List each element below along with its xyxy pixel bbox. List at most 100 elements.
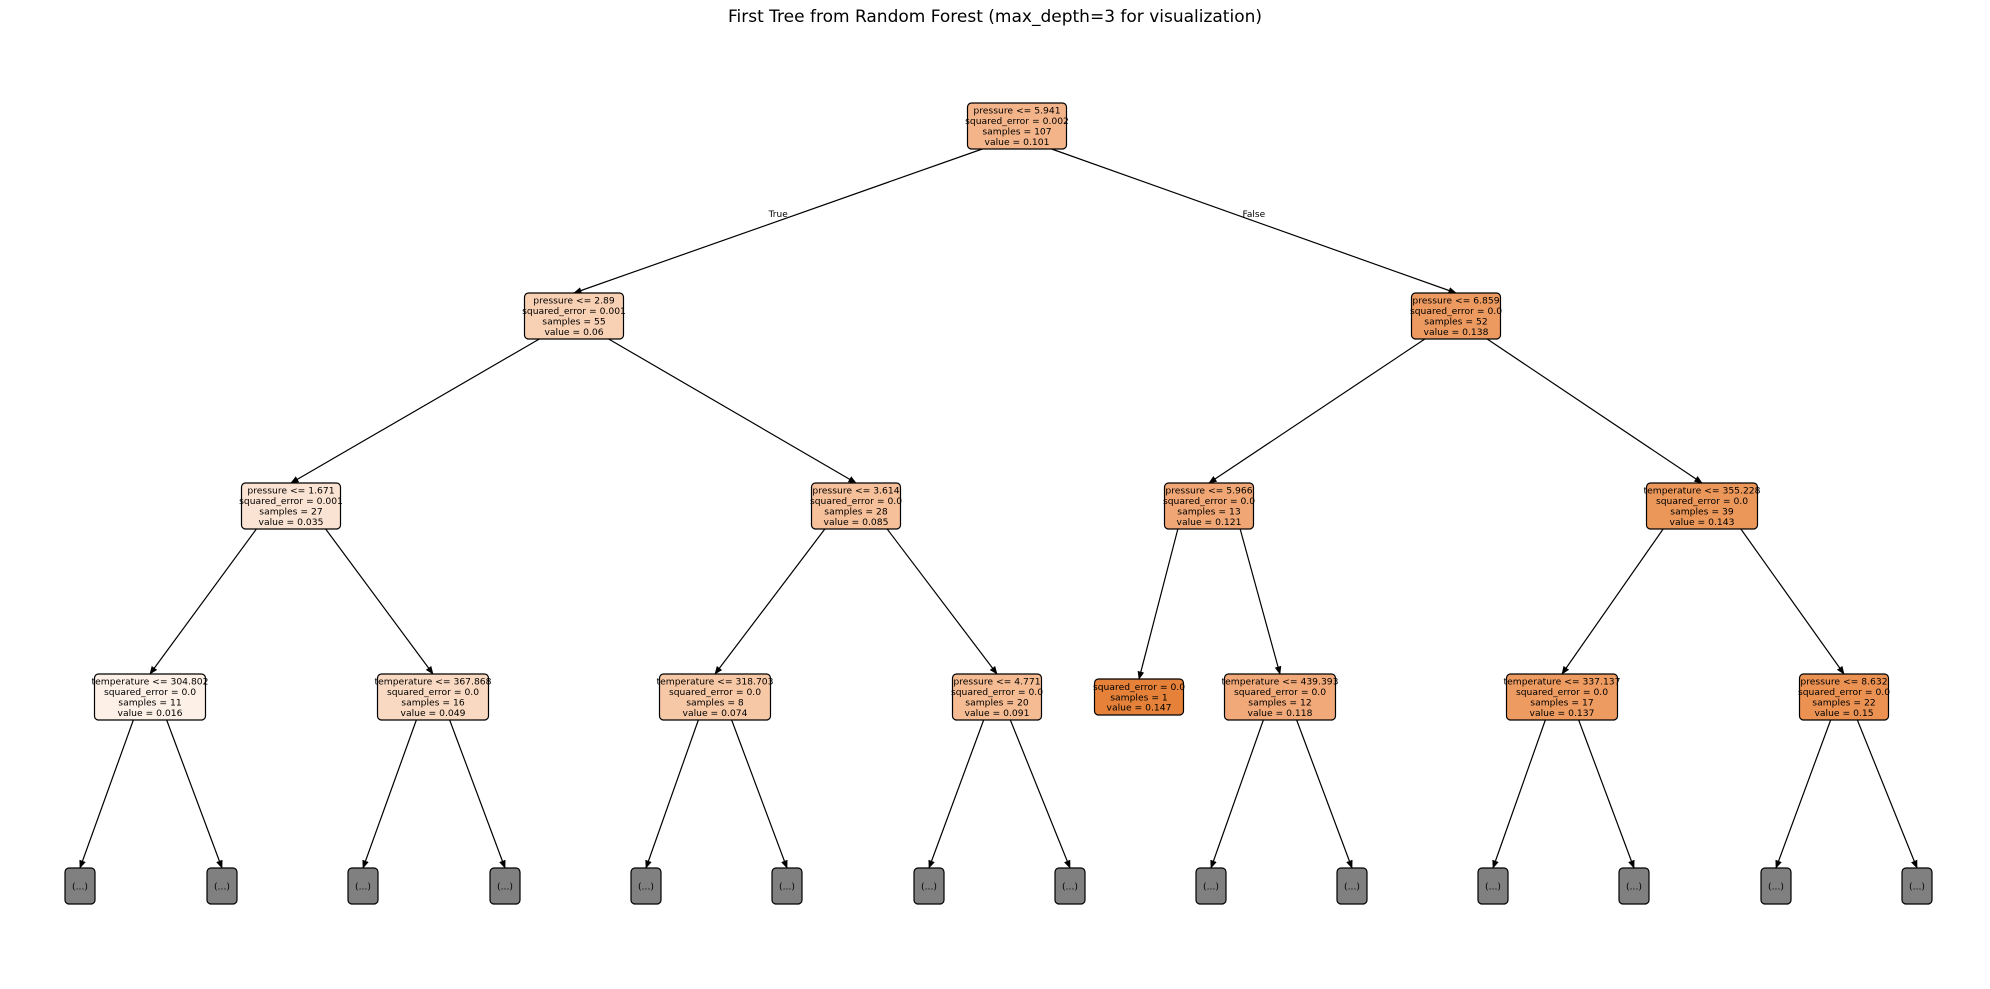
edge-n8-leaf-0 xyxy=(362,719,417,869)
node-text-line: samples = 11 xyxy=(118,698,181,709)
truncated-label: (...) xyxy=(214,881,230,892)
node-text-line: pressure <= 3.614 xyxy=(812,486,899,497)
node-text-line: squared_error = 0.0 xyxy=(1798,687,1890,698)
edge-n12-leaf-1 xyxy=(1296,719,1353,869)
node-text-line: samples = 20 xyxy=(965,698,1029,709)
node-text-line: squared_error = 0.0 xyxy=(387,687,479,698)
node-text-line: value = 0.15 xyxy=(1814,708,1873,719)
node-text-line: squared_error = 0.0 xyxy=(951,687,1043,698)
node-text-line: samples = 8 xyxy=(686,698,744,709)
truncated-node: (...) xyxy=(64,867,96,905)
node-text-line: temperature <= 355.228 xyxy=(1644,486,1761,497)
truncated-node: (...) xyxy=(1054,867,1086,905)
node-text-line: samples = 27 xyxy=(259,507,323,518)
node-text-line: pressure <= 5.941 xyxy=(973,106,1060,117)
node-text-line: pressure <= 5.966 xyxy=(1165,486,1252,497)
node-text-line: temperature <= 304.802 xyxy=(92,677,209,688)
node-box xyxy=(1505,673,1619,721)
node-text-line: temperature <= 337.137 xyxy=(1504,677,1621,688)
edge-n7-leaf-1 xyxy=(166,719,223,869)
node-text-line: squared_error = 0.0 xyxy=(1234,687,1326,698)
node-text-line: squared_error = 0.002 xyxy=(965,116,1069,127)
truncated-label: (...) xyxy=(355,881,371,892)
node-text-line: value = 0.137 xyxy=(1530,708,1595,719)
node-box xyxy=(658,673,772,721)
edge-n12-leaf-0 xyxy=(1210,719,1264,869)
edge-n5-n12 xyxy=(1239,528,1282,675)
edge-n4-n10 xyxy=(886,528,998,675)
truncated-node: (...) xyxy=(1195,867,1227,905)
node-text-line: samples = 1 xyxy=(1110,692,1168,703)
truncated-node: (...) xyxy=(206,867,238,905)
edge-n14-leaf-0 xyxy=(1775,719,1832,869)
edge-n1-n4 xyxy=(608,338,857,484)
node-text-line: pressure <= 4.771 xyxy=(953,677,1040,688)
node-text-line: samples = 55 xyxy=(542,317,606,328)
node-box xyxy=(240,482,342,530)
node-text-line: samples = 28 xyxy=(824,507,888,518)
chart-title: First Tree from Random Forest (max_depth… xyxy=(727,7,1263,27)
truncated-node: (...) xyxy=(630,867,662,905)
node-text-line: squared_error = 0.0 xyxy=(1410,306,1502,317)
node-text-line: pressure <= 8.632 xyxy=(1800,677,1887,688)
node-text-line: squared_error = 0.0 xyxy=(1516,687,1608,698)
truncated-node: (...) xyxy=(1901,867,1933,905)
edge-n9-leaf-1 xyxy=(731,719,788,869)
node-text-line: value = 0.091 xyxy=(965,708,1030,719)
edge-n5-n11 xyxy=(1137,528,1179,680)
node-box xyxy=(1223,673,1337,721)
node-text-line: samples = 16 xyxy=(401,698,465,709)
truncated-node: (...) xyxy=(913,867,945,905)
edge-n3-n8 xyxy=(325,528,434,675)
truncated-label: (...) xyxy=(779,881,795,892)
node-text-line: samples = 13 xyxy=(1177,507,1241,518)
node-box xyxy=(1645,482,1759,530)
edge-n1-n3 xyxy=(290,338,540,484)
truncated-node: (...) xyxy=(1477,867,1509,905)
edge-n13-leaf-1 xyxy=(1578,719,1635,869)
truncated-label: (...) xyxy=(1768,881,1784,892)
node-box xyxy=(1093,678,1185,716)
node-text-line: pressure <= 1.671 xyxy=(247,486,334,497)
node-text-line: samples = 107 xyxy=(982,127,1051,138)
truncated-label: (...) xyxy=(72,881,88,892)
node-text-line: pressure <= 2.89 xyxy=(533,296,615,307)
node-text-line: value = 0.085 xyxy=(824,517,889,528)
node-text-line: squared_error = 0.001 xyxy=(239,496,343,507)
truncated-label: (...) xyxy=(1485,881,1501,892)
edge-n10-leaf-1 xyxy=(1009,719,1071,869)
node-text-line: value = 0.016 xyxy=(118,708,183,719)
node-text-line: value = 0.143 xyxy=(1670,517,1735,528)
node-text-line: value = 0.138 xyxy=(1424,327,1489,338)
node-box xyxy=(810,482,902,530)
node-text-line: value = 0.121 xyxy=(1177,517,1242,528)
truncated-node: (...) xyxy=(1760,867,1792,905)
truncated-label: (...) xyxy=(1203,881,1219,892)
node-text-line: samples = 52 xyxy=(1424,317,1487,328)
node-text-line: temperature <= 318.703 xyxy=(657,677,774,688)
node-text-line: value = 0.074 xyxy=(683,708,748,719)
edge-n0-n1 xyxy=(573,148,983,294)
truncated-label: (...) xyxy=(1062,881,1078,892)
node-text-line: samples = 39 xyxy=(1670,507,1734,518)
node-box xyxy=(1410,292,1502,340)
node-text-line: squared_error = 0.0 xyxy=(104,687,196,698)
node-text-line: squared_error = 0.001 xyxy=(522,306,626,317)
edge-n2-n5 xyxy=(1208,338,1426,484)
truncated-node: (...) xyxy=(1336,867,1368,905)
edge-n0-n2 xyxy=(1051,148,1457,294)
edge-n9-leaf-0 xyxy=(645,719,699,869)
node-text-line: value = 0.118 xyxy=(1248,708,1313,719)
truncated-node: (...) xyxy=(1618,867,1650,905)
node-box xyxy=(1163,482,1255,530)
node-box xyxy=(951,673,1043,721)
node-text-line: squared_error = 0.0 xyxy=(1093,682,1185,693)
